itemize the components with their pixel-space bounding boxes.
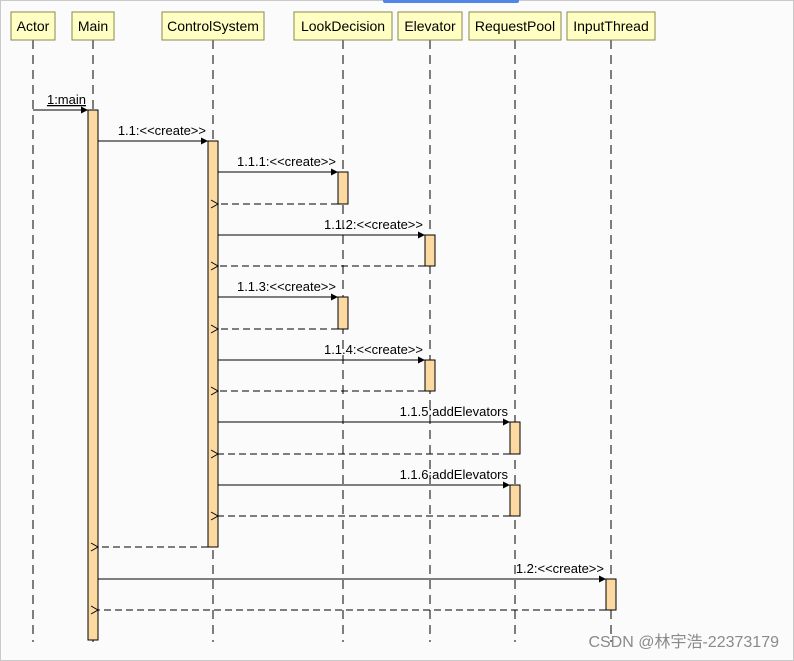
- top-tab-indicator: [383, 0, 519, 3]
- participant-look[interactable]: LookDecision: [293, 11, 393, 41]
- activation-bar-look: [337, 296, 349, 330]
- watermark-text: CSDN @林宇浩-22373179: [588, 633, 779, 651]
- message-label: 1.1.5:addElevators: [400, 404, 509, 419]
- participant-pool[interactable]: RequestPool: [468, 11, 562, 41]
- participant-name: InputThread: [573, 18, 649, 34]
- participant-name: Actor: [17, 18, 50, 34]
- activation-bar-control: [207, 140, 219, 548]
- participant-name: ControlSystem: [167, 18, 259, 34]
- participant-box: [468, 11, 562, 41]
- message-call-16[interactable]: 1.2:<<create>>: [98, 561, 606, 583]
- message-call-3[interactable]: 1.1.1:<<create>>: [218, 154, 338, 176]
- message-label: 1.1:<<create>>: [118, 123, 206, 138]
- activation-bar-pool: [509, 421, 521, 455]
- participant-name: Main: [78, 18, 108, 34]
- participant-box: [566, 11, 656, 41]
- message-label: 1.1.4:<<create>>: [324, 342, 423, 357]
- message-label: 1.2:<<create>>: [516, 561, 604, 576]
- message-label: 1.1.1:<<create>>: [237, 154, 336, 169]
- participant-box: [10, 11, 56, 41]
- activation-bar-elevator: [424, 234, 436, 267]
- participant-control[interactable]: ControlSystem: [161, 11, 265, 41]
- message-call-13[interactable]: 1.1.6:addElevators: [218, 467, 510, 489]
- participant-box: [293, 11, 393, 41]
- activation-bar-look: [337, 171, 349, 205]
- participant-actor[interactable]: Actor: [10, 11, 56, 41]
- participant-main[interactable]: Main: [71, 11, 115, 41]
- message-label: 1.1.2:<<create>>: [324, 217, 423, 232]
- activation-bar-main: [87, 109, 99, 641]
- participant-input[interactable]: InputThread: [566, 11, 656, 41]
- participant-box: [397, 11, 463, 41]
- participant-box: [161, 11, 265, 41]
- participant-name: Elevator: [404, 18, 456, 34]
- message-call-11[interactable]: 1.1.5:addElevators: [218, 404, 510, 426]
- message-call-9[interactable]: 1.1.4:<<create>>: [218, 342, 425, 364]
- message-label: 1.1.6:addElevators: [400, 467, 509, 482]
- message-call-2[interactable]: 1.1:<<create>>: [98, 123, 208, 145]
- participant-name: LookDecision: [301, 18, 385, 34]
- activation-bar-elevator: [424, 359, 436, 392]
- message-call-1[interactable]: 1:main: [33, 92, 88, 114]
- activation-bar-pool: [509, 484, 521, 517]
- message-label: 1:main: [47, 92, 86, 107]
- participant-elevator[interactable]: Elevator: [397, 11, 463, 41]
- participant-name: RequestPool: [475, 18, 555, 34]
- message-label: 1.1.3:<<create>>: [237, 279, 336, 294]
- participant-box: [71, 11, 115, 41]
- message-call-7[interactable]: 1.1.3:<<create>>: [218, 279, 338, 301]
- activation-bar-input: [605, 578, 617, 611]
- message-call-5[interactable]: 1.1.2:<<create>>: [218, 217, 425, 239]
